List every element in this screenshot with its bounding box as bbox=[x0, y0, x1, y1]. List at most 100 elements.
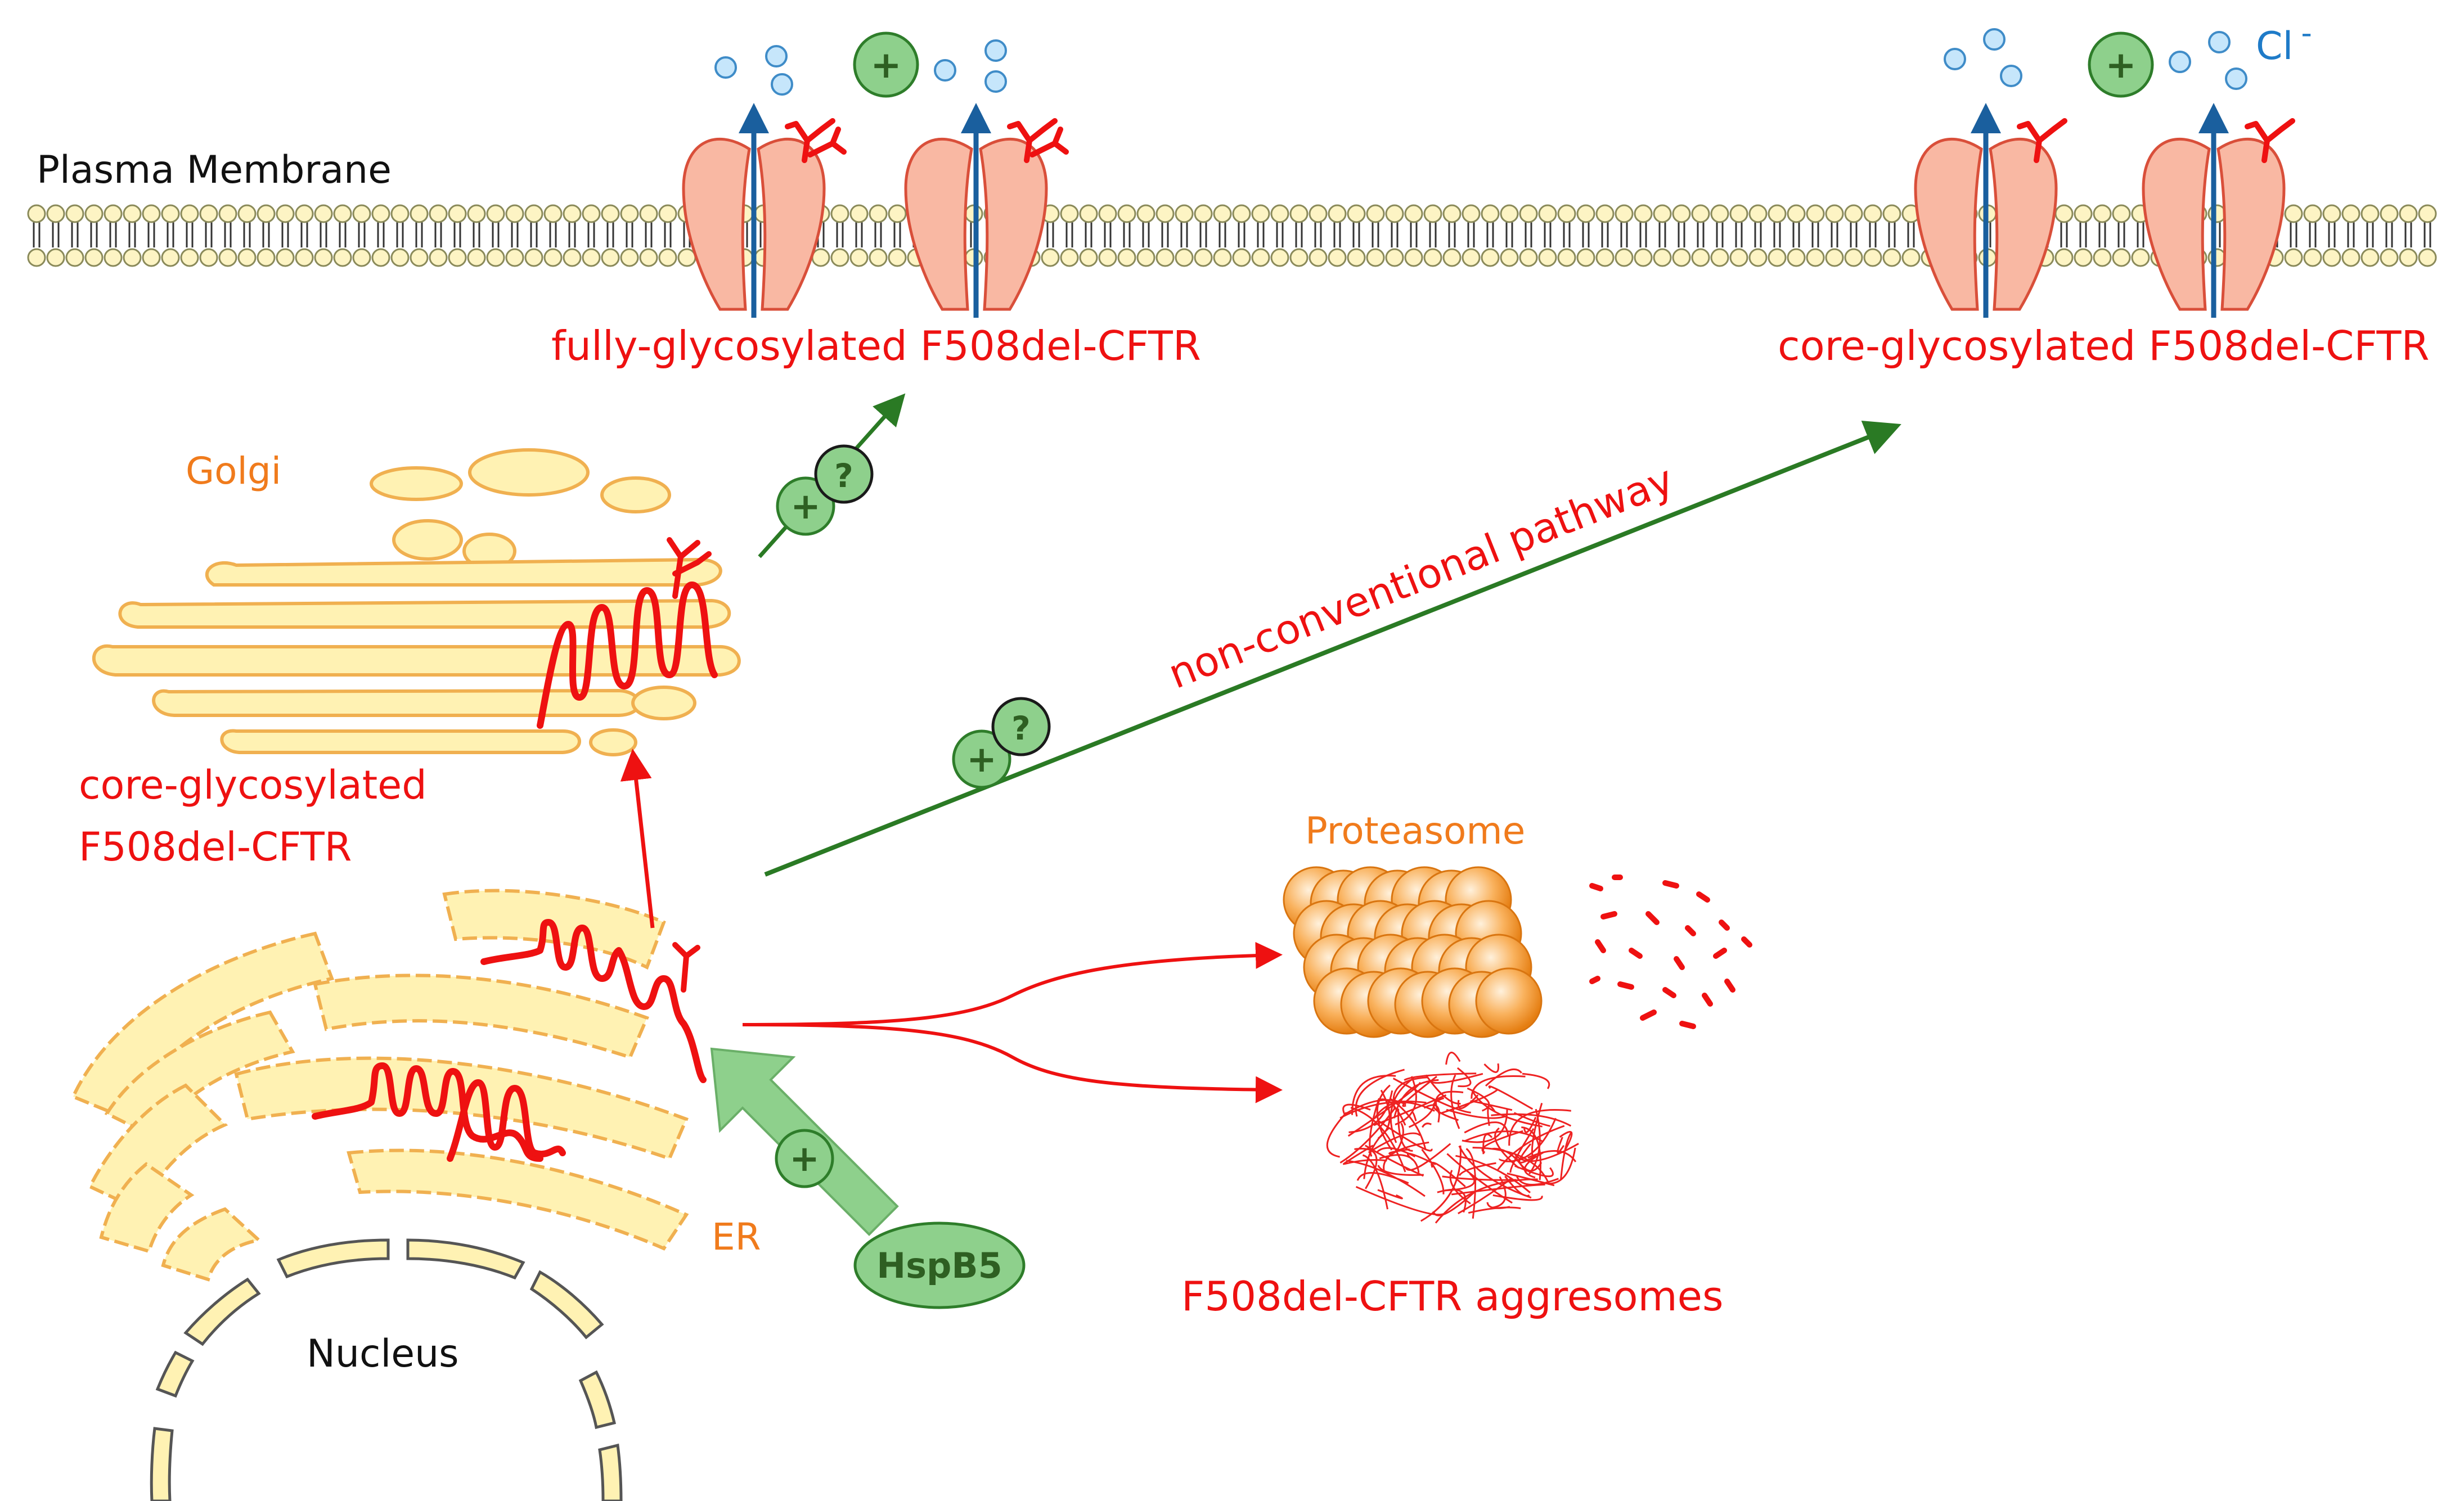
fragment bbox=[1640, 1009, 1657, 1021]
lipid-head bbox=[677, 248, 696, 267]
lipid-head bbox=[1136, 204, 1155, 223]
ion bbox=[765, 45, 788, 67]
plus-sign: + bbox=[966, 739, 997, 781]
ion bbox=[714, 56, 737, 79]
ion bbox=[2208, 31, 2231, 53]
aggregate-fiber bbox=[1362, 1154, 1388, 1210]
lipid-head bbox=[180, 248, 199, 267]
aggregate-fiber bbox=[1440, 1088, 1499, 1114]
aggregate-fiber bbox=[1376, 1084, 1393, 1151]
lipid-head bbox=[314, 204, 333, 223]
potentiator-marker-2: + bbox=[2088, 31, 2154, 98]
proteasome-subunit bbox=[1475, 967, 1543, 1035]
lipid-head bbox=[1404, 204, 1423, 223]
lipid-head bbox=[2380, 248, 2399, 267]
lipid-head bbox=[1806, 204, 1825, 223]
aggregate-fiber bbox=[1339, 1108, 1396, 1164]
arrow-non-conventional bbox=[764, 420, 1901, 877]
aggresomes-label: F508del-CFTR aggresomes bbox=[1181, 1273, 1724, 1320]
aggregate-fiber bbox=[1458, 1162, 1496, 1177]
potentiator-marker-1: + bbox=[853, 31, 919, 98]
aggregate-fiber bbox=[1456, 1067, 1472, 1088]
glycan-chain bbox=[2245, 118, 2295, 163]
lipid-head bbox=[1710, 204, 1729, 223]
lipid-head bbox=[658, 204, 677, 223]
lipid-head bbox=[1194, 204, 1213, 223]
lipid-head bbox=[2360, 204, 2380, 223]
lipid-head bbox=[314, 248, 333, 267]
aggregate-fiber bbox=[1482, 1133, 1493, 1155]
aggregate-fiber bbox=[1354, 1148, 1378, 1189]
lipid-head bbox=[2131, 248, 2150, 267]
lipid-head bbox=[1060, 204, 1079, 223]
hspb5-arrow: + bbox=[710, 1047, 899, 1236]
lipid-head bbox=[46, 248, 65, 267]
lipid-head bbox=[1863, 248, 1882, 267]
aggregate-fiber bbox=[1350, 1107, 1406, 1173]
fragment bbox=[1662, 987, 1676, 998]
lipid-head bbox=[888, 248, 907, 267]
lipid-head bbox=[180, 204, 199, 223]
aggregate-fiber bbox=[1432, 1097, 1459, 1121]
lipid-head bbox=[1500, 248, 1519, 267]
lipid-head bbox=[2112, 248, 2131, 267]
lipid-head bbox=[276, 248, 295, 267]
lipid-head bbox=[601, 248, 620, 267]
core-glycosylated-label-line1: core-glycosylated bbox=[79, 762, 427, 808]
lipid-head bbox=[888, 204, 907, 223]
lipid-head bbox=[390, 248, 410, 267]
lipid-head bbox=[2303, 248, 2322, 267]
lipid-head bbox=[1366, 248, 1385, 267]
question-sign: ? bbox=[1011, 709, 1031, 747]
lipid-head bbox=[1309, 204, 1328, 223]
arrow-er-to-golgi bbox=[620, 749, 655, 928]
lipid-head bbox=[486, 248, 505, 267]
glycan-chain bbox=[2017, 118, 2067, 163]
lipid-head bbox=[658, 248, 677, 267]
aggregate-fiber bbox=[1342, 1103, 1371, 1116]
lipid-head bbox=[1481, 204, 1500, 223]
lipid-head bbox=[811, 248, 830, 267]
lipid-head bbox=[524, 204, 543, 223]
lipid-head bbox=[104, 204, 123, 223]
lipid-head bbox=[1748, 248, 1768, 267]
lipid-head bbox=[2093, 248, 2112, 267]
aggregate-fiber bbox=[1508, 1109, 1571, 1146]
lipid-head bbox=[1385, 204, 1404, 223]
lipid-head bbox=[2074, 248, 2093, 267]
cftr-protein-golgi bbox=[537, 582, 718, 729]
fragment bbox=[1662, 880, 1679, 889]
lipid-head bbox=[1500, 204, 1519, 223]
ion bbox=[771, 73, 793, 96]
aggregate-fiber bbox=[1355, 1069, 1405, 1117]
fragment bbox=[1589, 883, 1603, 891]
lipid-head bbox=[1825, 204, 1844, 223]
lipid-head bbox=[1787, 248, 1806, 267]
lipid-head bbox=[1748, 204, 1768, 223]
aggregate-fiber bbox=[1345, 1159, 1387, 1165]
lipid-head bbox=[1653, 204, 1672, 223]
lipid-head bbox=[2054, 248, 2074, 267]
lipid-head bbox=[1844, 204, 1863, 223]
lipid-head bbox=[1155, 248, 1175, 267]
lipid-head bbox=[2322, 204, 2341, 223]
lipid-head bbox=[1615, 248, 1634, 267]
lipid-head bbox=[1289, 204, 1309, 223]
lipid-head bbox=[505, 204, 524, 223]
lipid-head bbox=[1423, 204, 1442, 223]
lipid-head bbox=[1481, 248, 1500, 267]
lipid-head bbox=[333, 204, 352, 223]
hspb5-node: HspB5 bbox=[853, 1221, 1026, 1309]
ion bbox=[1983, 28, 2006, 51]
lipid-head bbox=[1060, 248, 1079, 267]
lipid-head bbox=[1729, 248, 1748, 267]
glycan-golgi bbox=[667, 537, 712, 599]
lipid-head bbox=[1079, 248, 1098, 267]
lipid-head bbox=[1576, 204, 1595, 223]
lipid-head bbox=[84, 248, 104, 267]
lipid-head bbox=[1194, 248, 1213, 267]
lipid-head bbox=[27, 248, 46, 267]
lipid-head bbox=[543, 248, 563, 267]
aggregate-fiber bbox=[1422, 1123, 1432, 1128]
lipid-head bbox=[830, 204, 849, 223]
